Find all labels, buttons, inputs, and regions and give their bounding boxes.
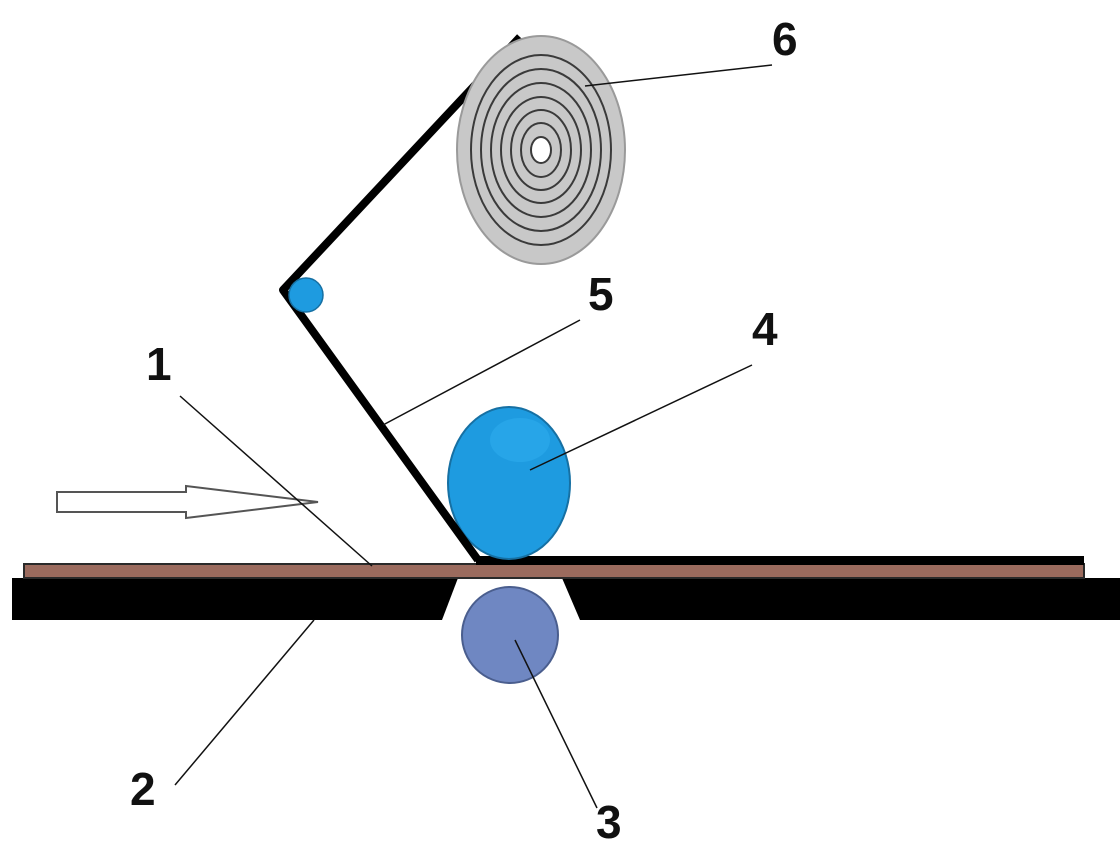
leader-line-6 xyxy=(584,64,773,87)
base-plate-right xyxy=(562,578,1120,620)
part-label-3: 3 xyxy=(596,796,622,845)
part-label-1: 1 xyxy=(146,338,172,390)
leader-line-3 xyxy=(514,639,598,809)
press-roller-highlight xyxy=(490,418,550,462)
supply-roll xyxy=(456,35,626,265)
leader-line-2 xyxy=(174,619,315,786)
part-label-5: 5 xyxy=(588,268,614,320)
part-label-4: 4 xyxy=(752,303,778,355)
supply-roll-ring xyxy=(500,96,582,204)
film-web xyxy=(279,34,523,563)
right-arrow-icon xyxy=(56,484,319,520)
part-label-6: 6 xyxy=(772,13,798,65)
supply-roll-ring xyxy=(470,54,612,246)
part-label-2: 2 xyxy=(130,763,156,815)
supply-roll-ring xyxy=(520,122,562,178)
guide-roller xyxy=(288,277,324,313)
base-plate xyxy=(12,578,458,620)
lower-roller xyxy=(461,586,559,684)
workpiece-sheet xyxy=(23,563,1085,579)
supply-roll-ring xyxy=(510,109,572,191)
supply-roll-ring xyxy=(490,82,592,218)
supply-roll-core xyxy=(530,136,552,164)
applied-film xyxy=(476,556,1084,565)
supply-roll-ring xyxy=(480,68,602,232)
leader-line-4 xyxy=(529,364,753,471)
leader-line-5 xyxy=(382,319,581,426)
leader-line-1 xyxy=(179,395,373,567)
